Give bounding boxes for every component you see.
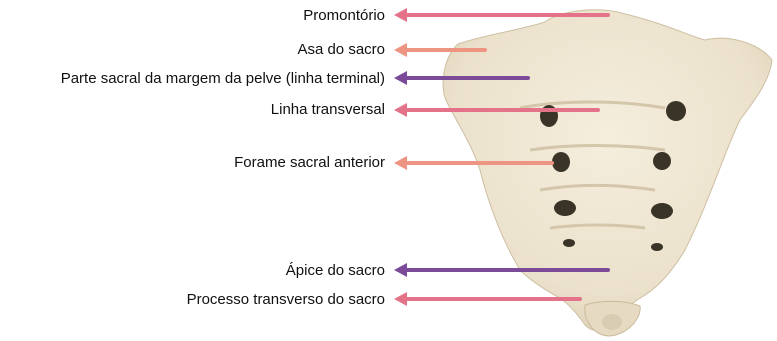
- sacrum-bone: [443, 10, 772, 336]
- label-processo-transverso: Processo transverso do sacro: [187, 291, 385, 309]
- label-promontorio: Promontório: [303, 7, 385, 25]
- label-linha-transversal: Linha transversal: [271, 101, 385, 119]
- label-forame-sacral-anterior: Forame sacral anterior: [234, 154, 385, 172]
- label-apice-do-sacro: Ápice do sacro: [286, 262, 385, 280]
- sacrum-body: [443, 10, 772, 331]
- label-asa-do-sacro: Asa do sacro: [297, 41, 385, 59]
- label-linha-terminal: Parte sacral da margem da pelve (linha t…: [61, 70, 385, 88]
